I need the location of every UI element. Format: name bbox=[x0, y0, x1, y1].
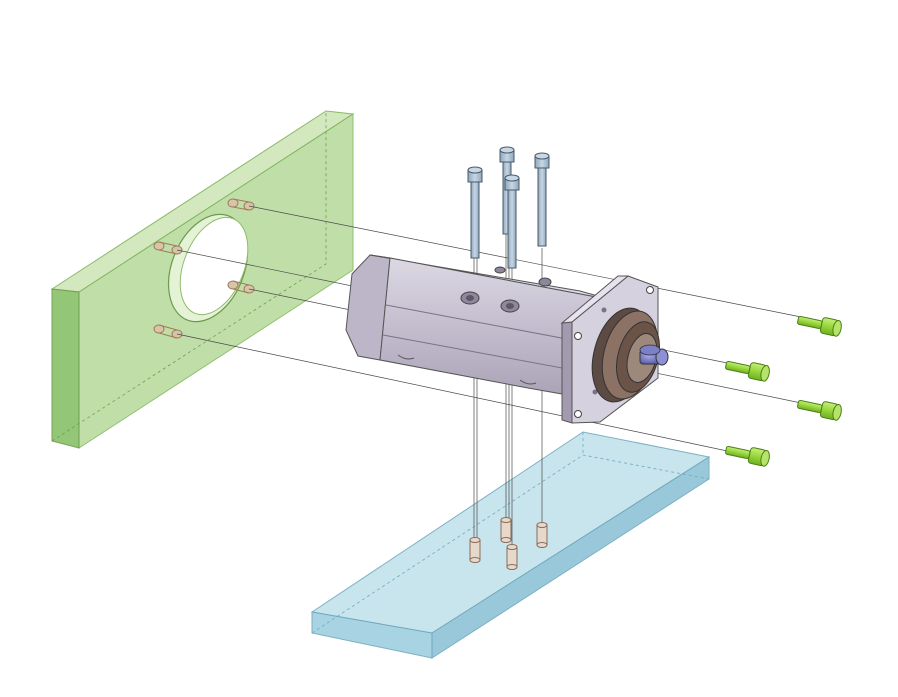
horizontal-screw bbox=[797, 399, 842, 421]
horizontal-screw bbox=[797, 315, 842, 337]
flange-side bbox=[561, 321, 573, 424]
shaft-hub bbox=[639, 344, 669, 366]
dowel-pin bbox=[506, 544, 518, 570]
dowel-pin bbox=[469, 537, 481, 563]
wall-plate-side-face bbox=[51, 288, 80, 449]
horizontal-screws bbox=[725, 315, 842, 467]
pulley bbox=[591, 307, 660, 403]
horizontal-screw bbox=[725, 445, 770, 467]
vertical-bolt bbox=[499, 146, 515, 235]
horizontal-screw bbox=[725, 360, 770, 382]
vertical-bolts bbox=[467, 146, 550, 269]
wall-plate bbox=[50, 110, 355, 449]
motor-body bbox=[345, 254, 613, 401]
dowel-pins bbox=[469, 517, 548, 570]
vertical-bolt bbox=[467, 166, 483, 259]
vertical-bolt bbox=[534, 152, 550, 247]
vertical-bolt bbox=[504, 174, 520, 269]
dowel-pin bbox=[500, 517, 512, 543]
dowel-pin bbox=[536, 522, 548, 548]
